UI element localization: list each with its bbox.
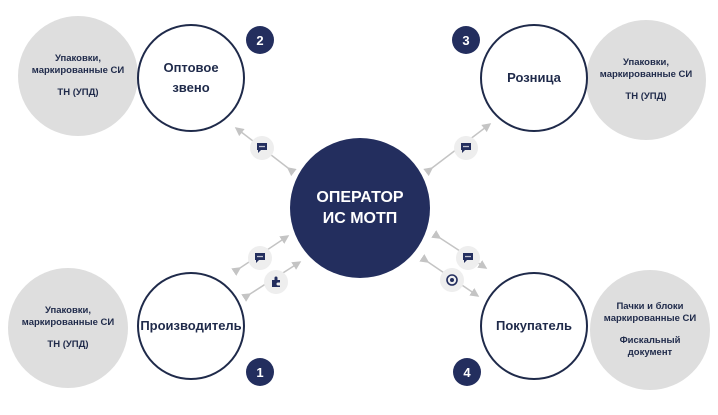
node-label: Оптовое [163,60,219,75]
operator-circle: ОПЕРАТОР ИС МОТП [290,138,430,278]
badge-number: 2 [246,26,274,54]
info-text: Упаковки,маркированные СИ [599,57,693,80]
info-circle-wholesale: Упаковки,маркированные СИ ТН (УПД) [18,16,138,136]
info-doc: ТН (УПД) [57,87,99,98]
node-label: Производитель [140,318,242,333]
operator-title: ОПЕРАТОР [316,189,404,206]
info-doc: ТН (УПД) [47,339,89,350]
info-text: Упаковки,маркированные СИ [31,53,125,76]
chat-icon [456,246,480,270]
badge-number: 1 [246,358,274,386]
chat-icon [248,246,272,270]
badge-number: 3 [452,26,480,54]
node-label: Розница [507,70,561,85]
node-wholesale: Оптовое звено [137,24,245,132]
node-label: Покупатель [496,318,572,333]
info-doc: ТН (УПД) [625,91,667,102]
node-buyer: Покупатель [480,272,588,380]
info-text: Упаковки,маркированные СИ [21,305,115,328]
badge-number: 4 [453,358,481,386]
node-label-2: звено [172,80,210,95]
chat-icon [250,136,274,160]
target-icon [440,268,464,292]
info-circle-retail: Упаковки,маркированные СИ ТН (УПД) [586,20,706,140]
node-producer: Производитель [137,272,245,380]
chat-icon [454,136,478,160]
operator-subtitle: ИС МОТП [322,210,398,227]
info-circle-producer: Упаковки,маркированные СИ ТН (УПД) [8,268,128,388]
node-retail: Розница [480,24,588,132]
puzzle-icon [264,270,288,294]
